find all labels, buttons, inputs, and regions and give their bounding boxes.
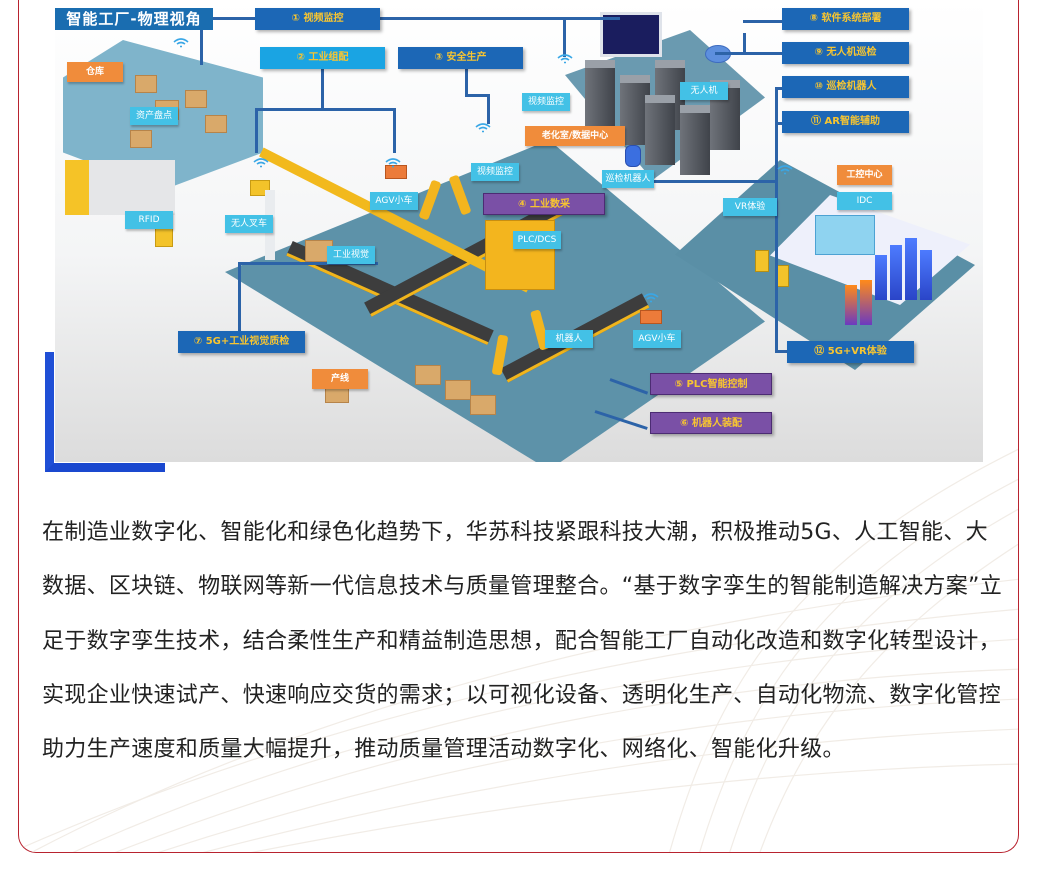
cargo-box (415, 365, 441, 385)
connector-line (255, 108, 258, 153)
server-rack-icon (645, 95, 675, 165)
diagram-title: 智能工厂-物理视角 (55, 8, 213, 30)
device-tag-inspection-robot: 巡检机器人 (602, 170, 654, 188)
bar-chart-icon (920, 250, 932, 300)
connector-line (563, 17, 566, 57)
connector-line (238, 262, 241, 340)
accent-corner-bracket (45, 352, 165, 472)
connector-line (650, 180, 778, 183)
callout-plc-control: ⑤ PLC智能控制 (650, 373, 772, 395)
cargo-box (185, 90, 207, 108)
connector-line (775, 87, 783, 90)
connector-line (743, 20, 783, 23)
device-tag-rfid: RFID (125, 211, 173, 229)
bar-chart-icon (890, 245, 902, 300)
callout-5g-vr-experience: ⑫ 5G+VR体验 (787, 341, 914, 363)
callout-inspection-robot: ⑩ 巡检机器人 (782, 76, 909, 98)
callout-video-monitoring: ① 视频监控 (255, 8, 380, 30)
callout-safety-production: ③ 安全生产 (398, 47, 523, 69)
cargo-box (470, 395, 496, 415)
server-rack-icon (680, 105, 710, 175)
cargo-box (445, 380, 471, 400)
device-tag-asset-inventory: 资产盘点 (130, 107, 178, 125)
cargo-box (205, 115, 227, 133)
callout-industrial-assembly: ② 工业组配 (260, 47, 385, 69)
agv-cart-icon (640, 310, 662, 324)
zone-tag-control-center: 工控中心 (837, 165, 892, 185)
bar-chart-icon (860, 280, 872, 325)
bar-chart-icon (875, 255, 887, 300)
connector-line (775, 122, 783, 125)
device-tag-idc: IDC (837, 192, 892, 210)
callout-robot-assembly: ⑥ 机器人装配 (650, 412, 772, 434)
server-rack-icon (585, 60, 615, 130)
callout-software-deployment: ⑧ 软件系统部署 (782, 8, 909, 30)
device-tag-plc-dcs: PLC/DCS (513, 231, 561, 249)
connector-line (255, 108, 395, 111)
device-tag-unmanned-forklift: 无人叉车 (225, 215, 273, 233)
callout-drone-inspection: ⑨ 无人机巡检 (782, 42, 909, 64)
connector-line (200, 17, 255, 20)
cargo-box (130, 130, 152, 148)
wifi-icon (385, 158, 401, 168)
zone-tag-production-line: 产线 (312, 369, 368, 389)
connector-line (775, 87, 778, 352)
connector-line (743, 33, 746, 55)
zone-tag-data-center: 老化室/数据中心 (525, 126, 625, 146)
cargo-box (135, 75, 157, 93)
wifi-icon (643, 293, 659, 303)
wifi-icon (557, 54, 573, 64)
connector-line (487, 94, 490, 124)
connector-line (200, 17, 203, 65)
display-screen-icon (815, 215, 875, 255)
callout-industrial-data-collection: ④ 工业数采 (483, 193, 605, 215)
wifi-icon (253, 158, 269, 168)
zone-tag-warehouse: 仓库 (67, 62, 123, 82)
person-icon (755, 250, 769, 272)
wifi-icon (777, 165, 793, 175)
inspection-robot-icon (625, 145, 641, 167)
connector-line (321, 64, 324, 109)
connector-line (465, 94, 487, 97)
device-tag-visual-inspection: 工业视觉 (327, 246, 375, 264)
agv-cart-icon (385, 165, 407, 179)
connector-line (393, 108, 396, 153)
delivery-truck-icon (65, 160, 175, 215)
device-tag-agv-top: AGV小车 (370, 192, 418, 210)
device-tag-robot: 机器人 (545, 330, 593, 348)
article-paragraph: 在制造业数字化、智能化和绿色化趋势下，华苏科技紧跟科技大潮，积极推动5G、人工智… (42, 520, 1002, 763)
connector-line (715, 52, 783, 55)
smart-factory-diagram: 智能工厂-物理视角 ① 视频监控 ② 工业组配 ③ 安全生产 ④ 工业数采 ⑤ … (55, 0, 983, 462)
bar-chart-icon (905, 238, 917, 300)
connector-line (775, 350, 787, 353)
connector-line (380, 17, 620, 20)
bar-chart-icon (845, 285, 857, 325)
device-tag-safety-monitor: 视频监控 (471, 163, 519, 181)
callout-5g-visual-inspection: ⑦ 5G+工业视觉质检 (178, 331, 305, 353)
device-tag-agv-bottom: AGV小车 (633, 330, 681, 348)
wifi-icon (173, 38, 189, 48)
device-tag-video-monitor: 视频监控 (522, 93, 570, 111)
callout-ar-assistance: ⑪ AR智能辅助 (782, 111, 909, 133)
device-tag-drone: 无人机 (680, 82, 728, 100)
connector-line (465, 64, 468, 94)
connector-line (238, 262, 378, 265)
wifi-icon (475, 123, 491, 133)
device-tag-vr-experience: VR体验 (723, 198, 777, 216)
